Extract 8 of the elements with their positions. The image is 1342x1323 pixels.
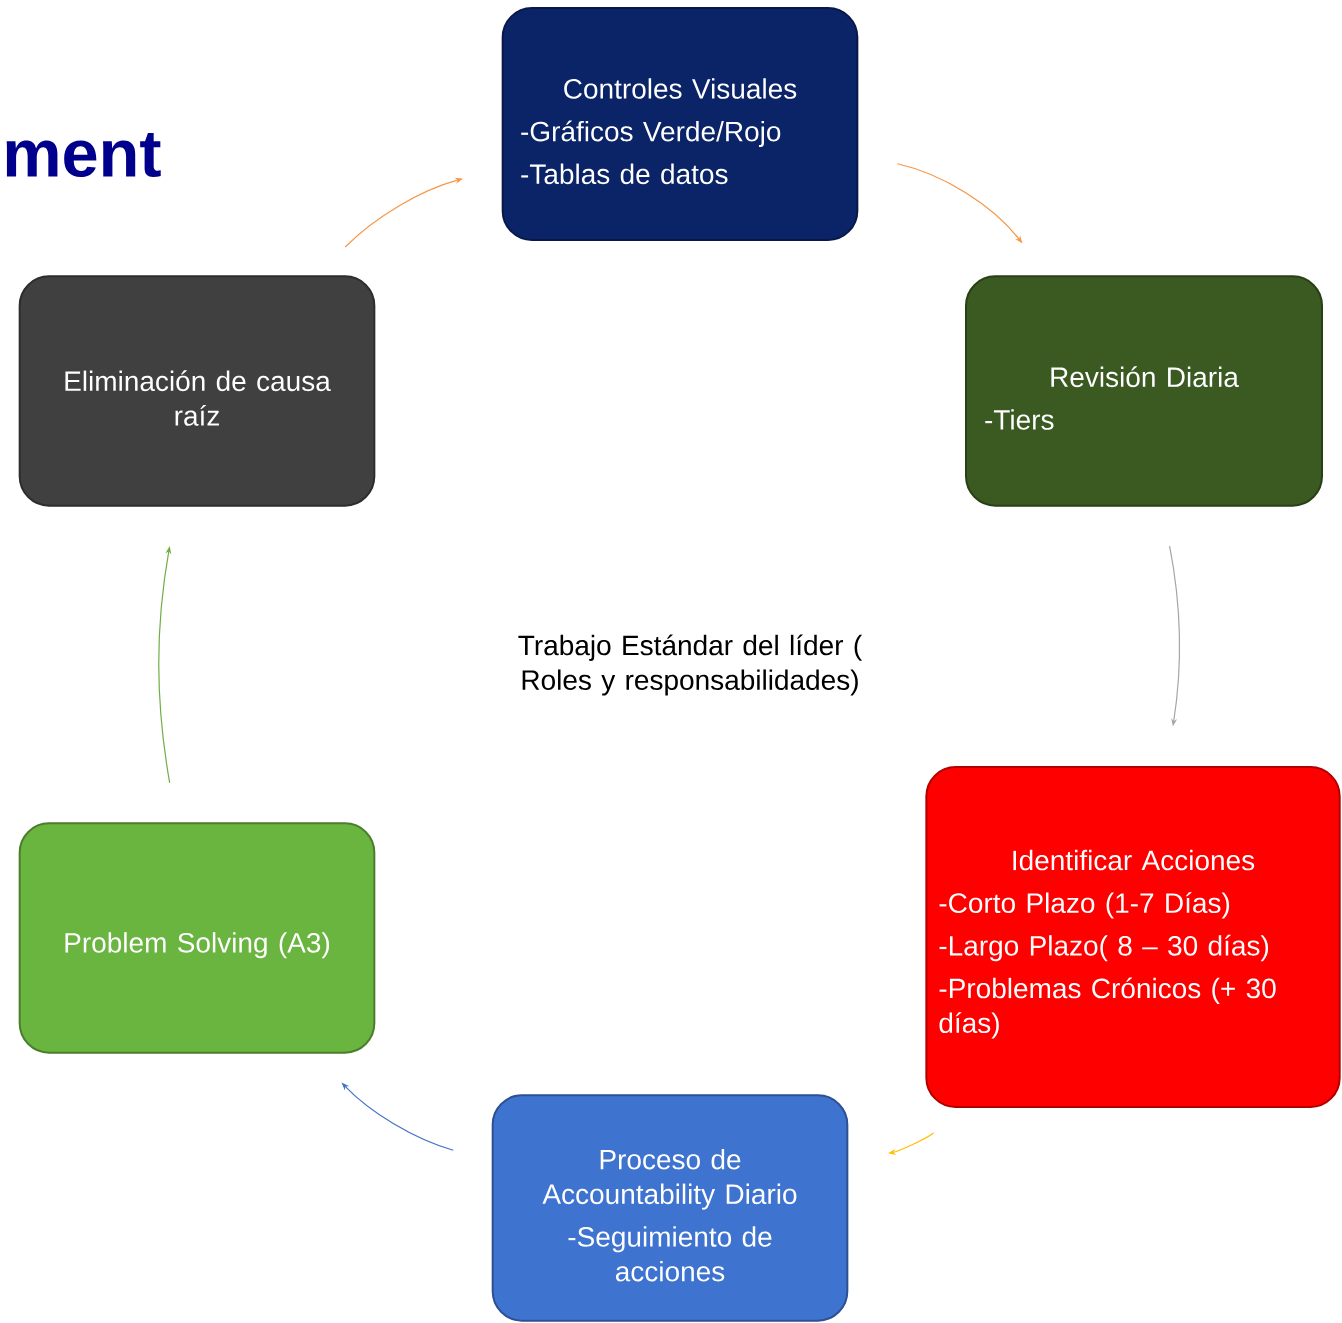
heading: ment <box>6 132 161 178</box>
process-box: Identificar Acciones -Corto Plazo (1-7 Días) -Largo Plazo( 8 – 30 días) -Problemas Crónicos (+ 30 días) <box>925 766 1341 1108</box>
center-note: Trabajo Estándar del líder ( Roles y responsabilidades) <box>518 634 862 696</box>
process-box: Problem Solving (A3) <box>18 822 376 1054</box>
process-box: Revisión Diaria -Tiers <box>965 275 1323 507</box>
process-box: Controles Visuales -Gráficos Verde/Rojo -Tablas de datos <box>501 7 859 241</box>
process-box: Proceso de Accountability Diario -Seguimiento de acciones <box>491 1094 849 1322</box>
process-box: Eliminación de causa raíz <box>18 275 376 507</box>
